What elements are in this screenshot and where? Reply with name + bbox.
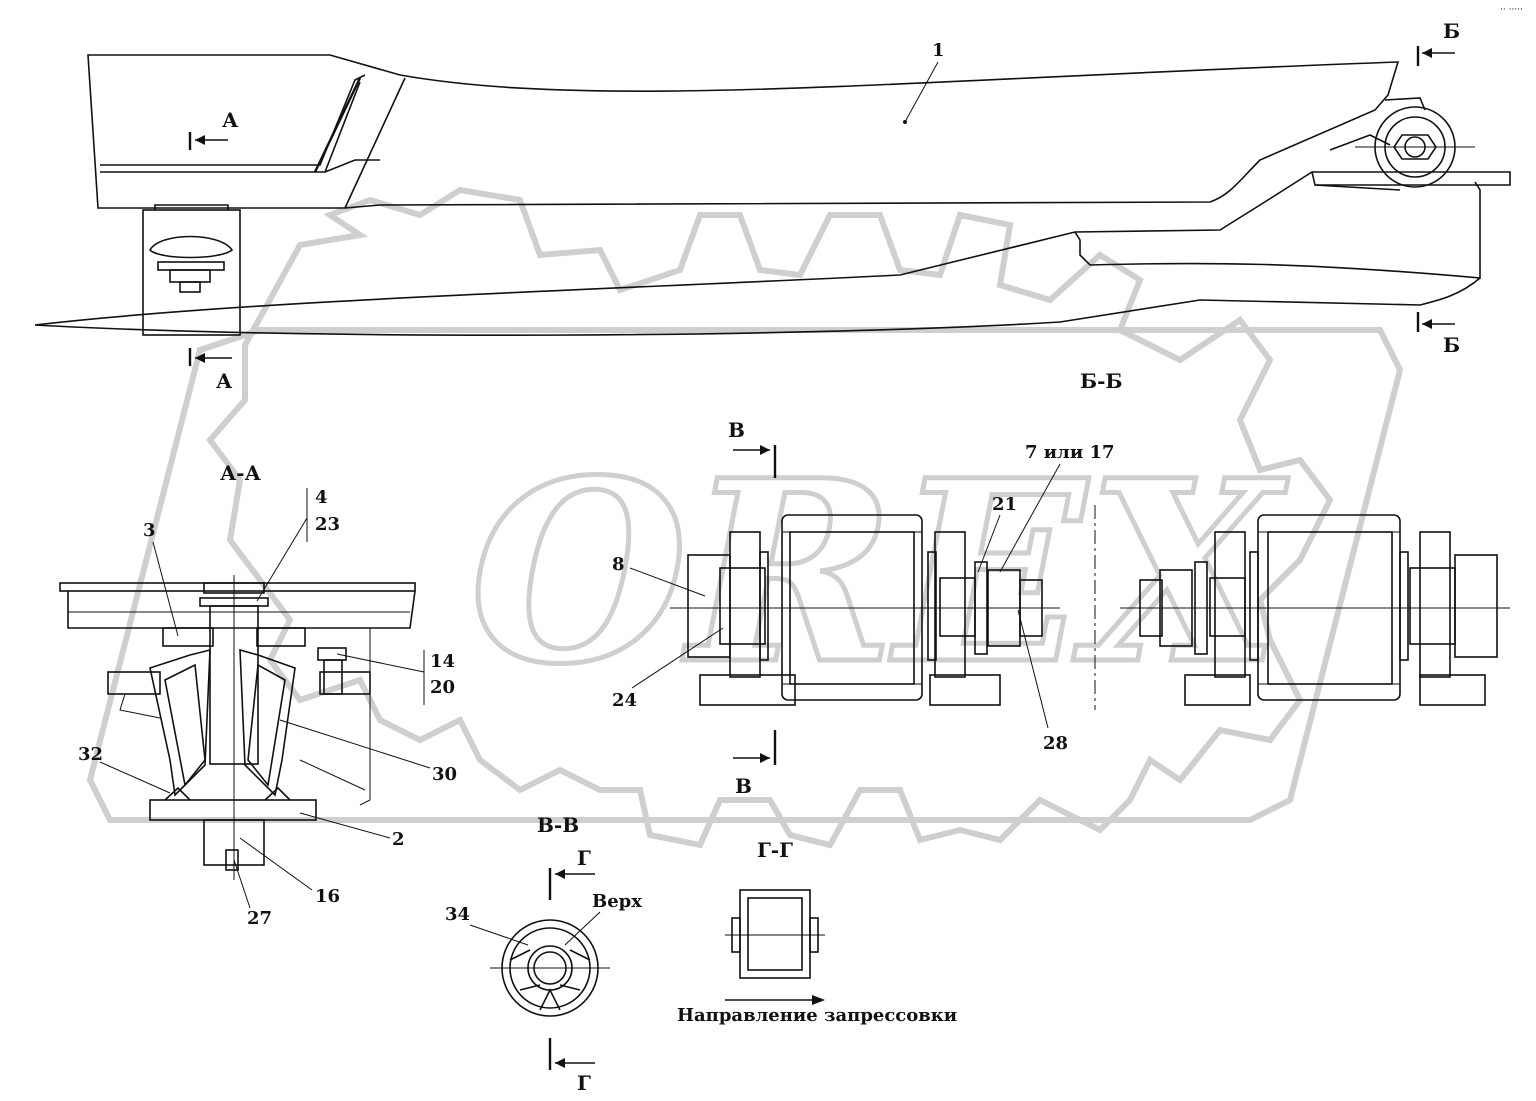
section-marker-b: Б Б xyxy=(1416,19,1460,357)
section-title-gg: Г-Г xyxy=(757,838,793,862)
callout-3: 3 xyxy=(143,520,156,541)
watermark-text: OREX xyxy=(470,425,1289,719)
section-marker-v: В В xyxy=(728,418,777,798)
svg-text:А: А xyxy=(222,108,239,132)
svg-text:В: В xyxy=(735,774,752,798)
callout-14: 14 xyxy=(430,651,455,672)
section-vv-view xyxy=(490,919,610,1017)
callout-21: 21 xyxy=(992,494,1017,515)
callout-32: 32 xyxy=(78,744,103,765)
section-title-bb: Б-Б xyxy=(1080,369,1122,393)
callout-28: 28 xyxy=(1043,733,1068,754)
section-marker-a: А А xyxy=(188,108,239,393)
watermark-gear-icon xyxy=(86,186,1404,849)
svg-text:Г: Г xyxy=(577,846,591,870)
section-title-aa: А-А xyxy=(220,461,262,485)
callout-34: 34 xyxy=(445,904,470,925)
section-title-vv: В-В xyxy=(537,813,579,837)
corner-mark: ·· ····· xyxy=(1500,5,1523,15)
section-bb-view xyxy=(670,505,1510,710)
frame-outline xyxy=(34,181,1481,326)
callout-8: 8 xyxy=(612,554,625,575)
callout-2: 2 xyxy=(392,829,405,850)
callout-1: 1 xyxy=(932,40,945,61)
section-aa-view xyxy=(59,575,416,880)
svg-text:А: А xyxy=(216,369,233,393)
callout-7or17: 7 или 17 xyxy=(1025,442,1115,463)
svg-text:Г: Г xyxy=(577,1071,591,1095)
callout-20: 20 xyxy=(430,677,455,698)
svg-text:Б: Б xyxy=(1443,333,1460,357)
callout-4: 4 xyxy=(315,487,328,508)
press-direction-label: Направление запрессовки xyxy=(677,1005,957,1026)
callout-30: 30 xyxy=(432,764,457,785)
callout-27: 27 xyxy=(247,908,272,929)
section-marker-g: Г Г xyxy=(548,846,595,1095)
section-gg-view xyxy=(725,889,825,1005)
svg-text:Б: Б xyxy=(1443,19,1460,43)
callout-16: 16 xyxy=(315,886,340,907)
svg-text:В: В xyxy=(728,418,745,442)
callout-verkh: Верх xyxy=(592,891,642,912)
callout-24: 24 xyxy=(612,690,637,711)
beam-outline xyxy=(87,54,1400,209)
callout-23: 23 xyxy=(315,514,340,535)
main-side-view xyxy=(34,54,1511,336)
